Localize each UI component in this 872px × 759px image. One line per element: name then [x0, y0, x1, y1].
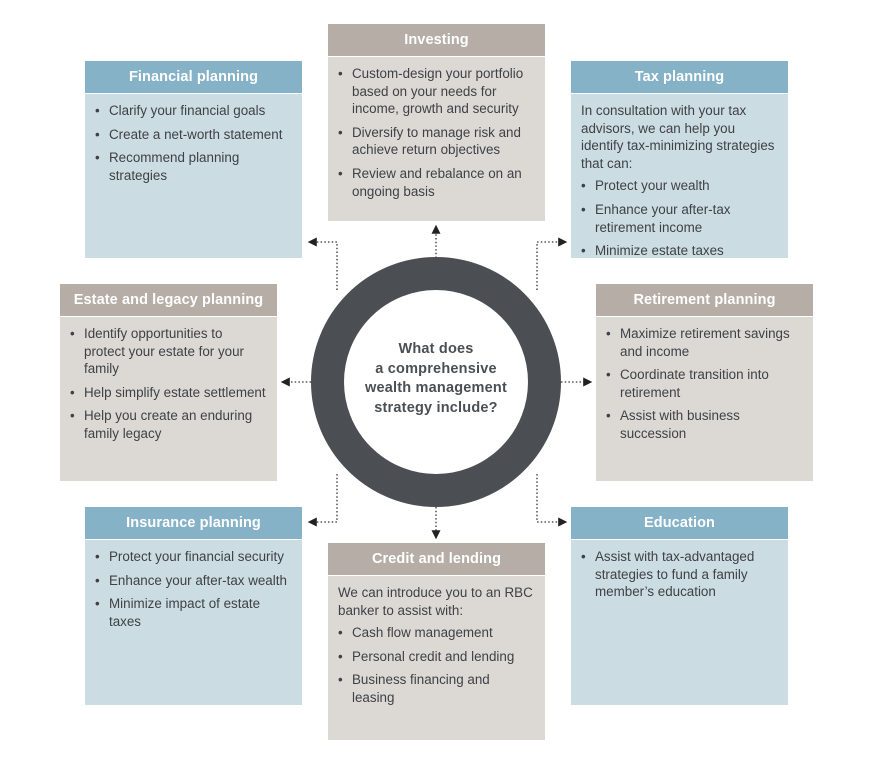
bullet-item: Maximize retirement savings and income [606, 325, 803, 360]
box-title: Insurance planning [85, 507, 302, 540]
insurance-planning-box: Insurance planning Protect your financia… [85, 507, 302, 705]
box-title: Financial planning [85, 61, 302, 94]
center-question-line: What does [398, 341, 474, 357]
arrow-to-tax [536, 237, 568, 290]
bullet-item: Protect your financial security [95, 548, 292, 566]
bullet-item: Recommend planning strategies [95, 149, 292, 184]
box-intro: We can introduce you to an RBC banker to… [338, 585, 533, 618]
bullet-item: Help you create an enduring family legac… [70, 407, 267, 442]
bullet-item: Assist with business succession [606, 407, 803, 442]
center-question-line: wealth management [365, 380, 507, 396]
box-title: Investing [328, 24, 545, 57]
credit-lending-box: Credit and lending We can introduce you … [328, 543, 545, 740]
bullet-item: Clarify your financial goals [95, 102, 292, 120]
tax-planning-box: Tax planning In consultation with your t… [571, 61, 788, 260]
bullet-item: Diversify to manage risk and achieve ret… [338, 124, 535, 159]
bullet-item: Protect your wealth [581, 177, 778, 195]
arrow-to-insurance [307, 474, 338, 527]
bullet-item: Review and rebalance on an ongoing basis [338, 165, 535, 200]
box-title: Estate and legacy planning [60, 284, 277, 317]
box-intro: In consultation with your tax advisors, … [581, 103, 775, 171]
bullet-item: Minimize impact of estate taxes [95, 595, 292, 630]
box-title: Education [571, 507, 788, 540]
financial-planning-box: Financial planning Clarify your financia… [85, 61, 302, 258]
investing-box: Investing Custom-design your portfolio b… [328, 24, 545, 221]
bullet-item: Enhance your after-tax wealth [95, 572, 292, 590]
bullet-item: Enhance your after-tax retirement income [581, 201, 778, 236]
bullet-item: Cash flow management [338, 624, 535, 642]
center-question-line: strategy include? [374, 399, 498, 416]
bullet-item: Business financing and leasing [338, 671, 535, 706]
education-box: Education Assist with tax-advantaged str… [571, 507, 788, 705]
bullet-item: Coordinate transition into retirement [606, 366, 803, 401]
box-title: Retirement planning [596, 284, 813, 317]
bullet-item: Custom-design your portfolio based on yo… [338, 65, 535, 118]
bullet-item: Personal credit and lending [338, 648, 535, 666]
retirement-planning-box: Retirement planning Maximize retirement … [596, 284, 813, 481]
center-question: What does a comprehensive wealth managem… [346, 340, 526, 418]
bullet-item: Help simplify estate settlement [70, 384, 267, 402]
box-title: Tax planning [571, 61, 788, 94]
bullet-item: Minimize estate taxes [581, 242, 778, 260]
bullet-item: Assist with tax-advantaged strategies to… [581, 548, 778, 601]
arrow-to-financial [307, 237, 338, 290]
bullet-item: Create a net-worth statement [95, 126, 292, 144]
estate-legacy-planning-box: Estate and legacy planning Identify oppo… [60, 284, 277, 481]
bullet-item: Identify opportunities to protect your e… [70, 325, 267, 378]
center-question-line: a comprehensive [375, 360, 497, 377]
arrow-to-education [536, 474, 568, 527]
box-title: Credit and lending [328, 543, 545, 576]
